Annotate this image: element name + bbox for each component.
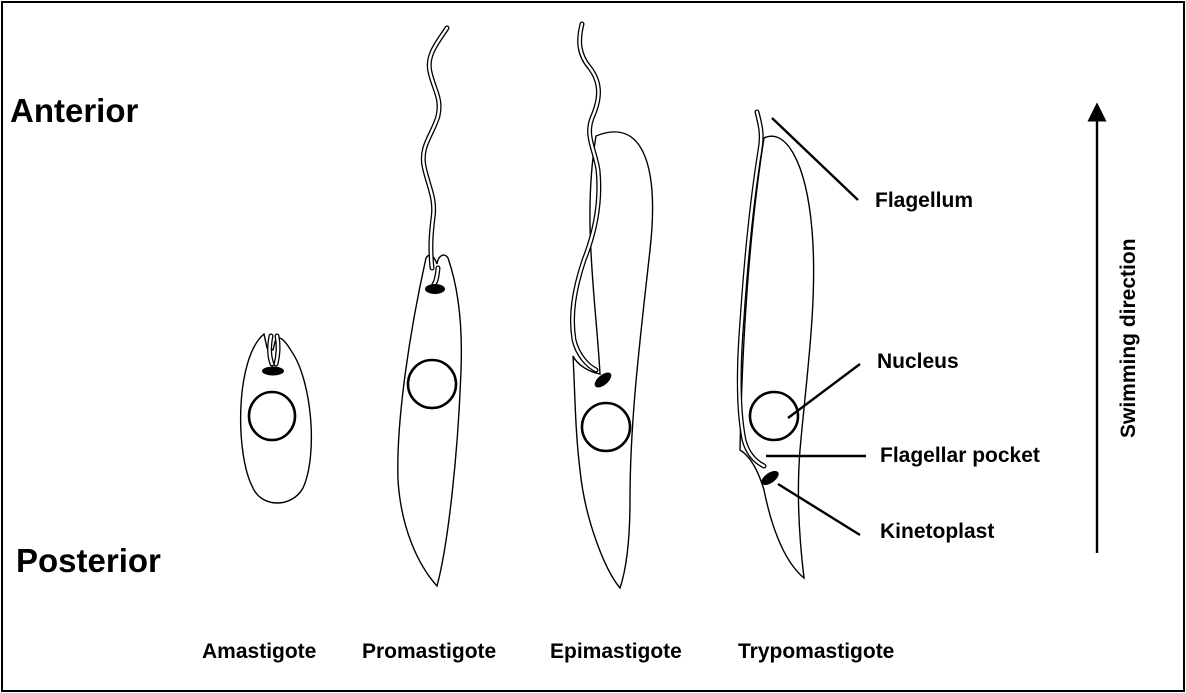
- epimastigote-cell: [572, 24, 652, 588]
- stage-label-trypomastigote: Trypomastigote: [738, 640, 894, 663]
- promastigote-cell: [398, 28, 462, 586]
- kinetoplast-label: Kinetoplast: [880, 520, 994, 543]
- amastigote-kinetoplast: [262, 367, 284, 376]
- swimming-direction-label: Swimming direction: [1117, 238, 1140, 438]
- promastigote-nucleus: [408, 360, 456, 408]
- epimastigote-nucleus: [582, 403, 630, 451]
- flagellar-pocket-label: Flagellar pocket: [880, 444, 1040, 467]
- amastigote-nucleus: [249, 392, 295, 440]
- promastigote-kinetoplast: [425, 284, 445, 294]
- stage-label-amastigote: Amastigote: [202, 640, 316, 663]
- trypomastigote-cell: [739, 112, 813, 578]
- nucleus-label: Nucleus: [877, 350, 959, 373]
- anterior-label: Anterior: [10, 92, 139, 129]
- stage-label-promastigote: Promastigote: [362, 640, 496, 663]
- promastigote-flagellum: [423, 28, 447, 268]
- promastigote-body: [398, 255, 462, 586]
- posterior-label: Posterior: [16, 542, 161, 579]
- flagellum-label: Flagellum: [875, 189, 973, 212]
- amastigote-cell: [241, 334, 312, 503]
- stage-label-epimastigote: Epimastigote: [550, 640, 682, 663]
